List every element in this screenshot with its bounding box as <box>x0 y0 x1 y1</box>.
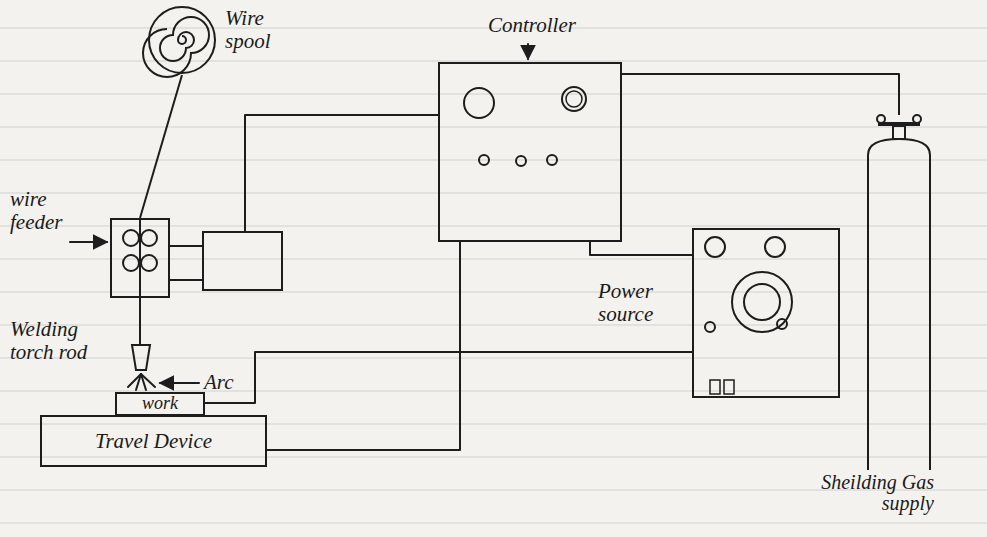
wire-connector <box>205 352 692 403</box>
part-label: Sheilding Gas supply <box>810 472 934 514</box>
wire-connector <box>140 75 182 218</box>
leader-arrow <box>527 44 529 59</box>
controller-box: Controller <box>438 62 622 242</box>
part-label: wire feeder <box>10 188 102 233</box>
wire-connector <box>590 242 692 255</box>
ruled-lines <box>0 28 987 523</box>
part-label: Power source <box>598 280 688 325</box>
power-panel <box>694 230 838 396</box>
work-piece: work <box>115 392 205 416</box>
leader-arrow <box>160 382 199 384</box>
box-label: work <box>142 394 178 413</box>
torch-nozzle <box>132 345 150 370</box>
wire-spool: Wire spool <box>147 5 217 75</box>
arc-sparks <box>128 374 155 390</box>
leader-arrow <box>70 241 107 243</box>
spool-symbol <box>147 5 217 75</box>
part-label: Controller <box>488 14 618 37</box>
power-source-box: Power source <box>692 228 840 398</box>
part-label: Wire spool <box>225 7 291 52</box>
part-label: Welding torch rod <box>10 318 110 363</box>
cylinder-symbol <box>862 115 936 470</box>
gas-cylinder: Sheilding Gas supply <box>862 115 936 470</box>
wire-connector <box>622 74 899 115</box>
wire-connector <box>267 242 460 450</box>
wire-feeder: wire feeder <box>110 218 283 298</box>
part-label: Arc <box>204 371 244 394</box>
controller-panel <box>440 64 620 240</box>
torch-rod <box>139 298 141 345</box>
feeder-rollers <box>110 218 283 298</box>
box-label: Travel Device <box>95 430 212 453</box>
travel-device-box: Travel Device <box>40 415 267 467</box>
wire-connector <box>245 115 438 232</box>
